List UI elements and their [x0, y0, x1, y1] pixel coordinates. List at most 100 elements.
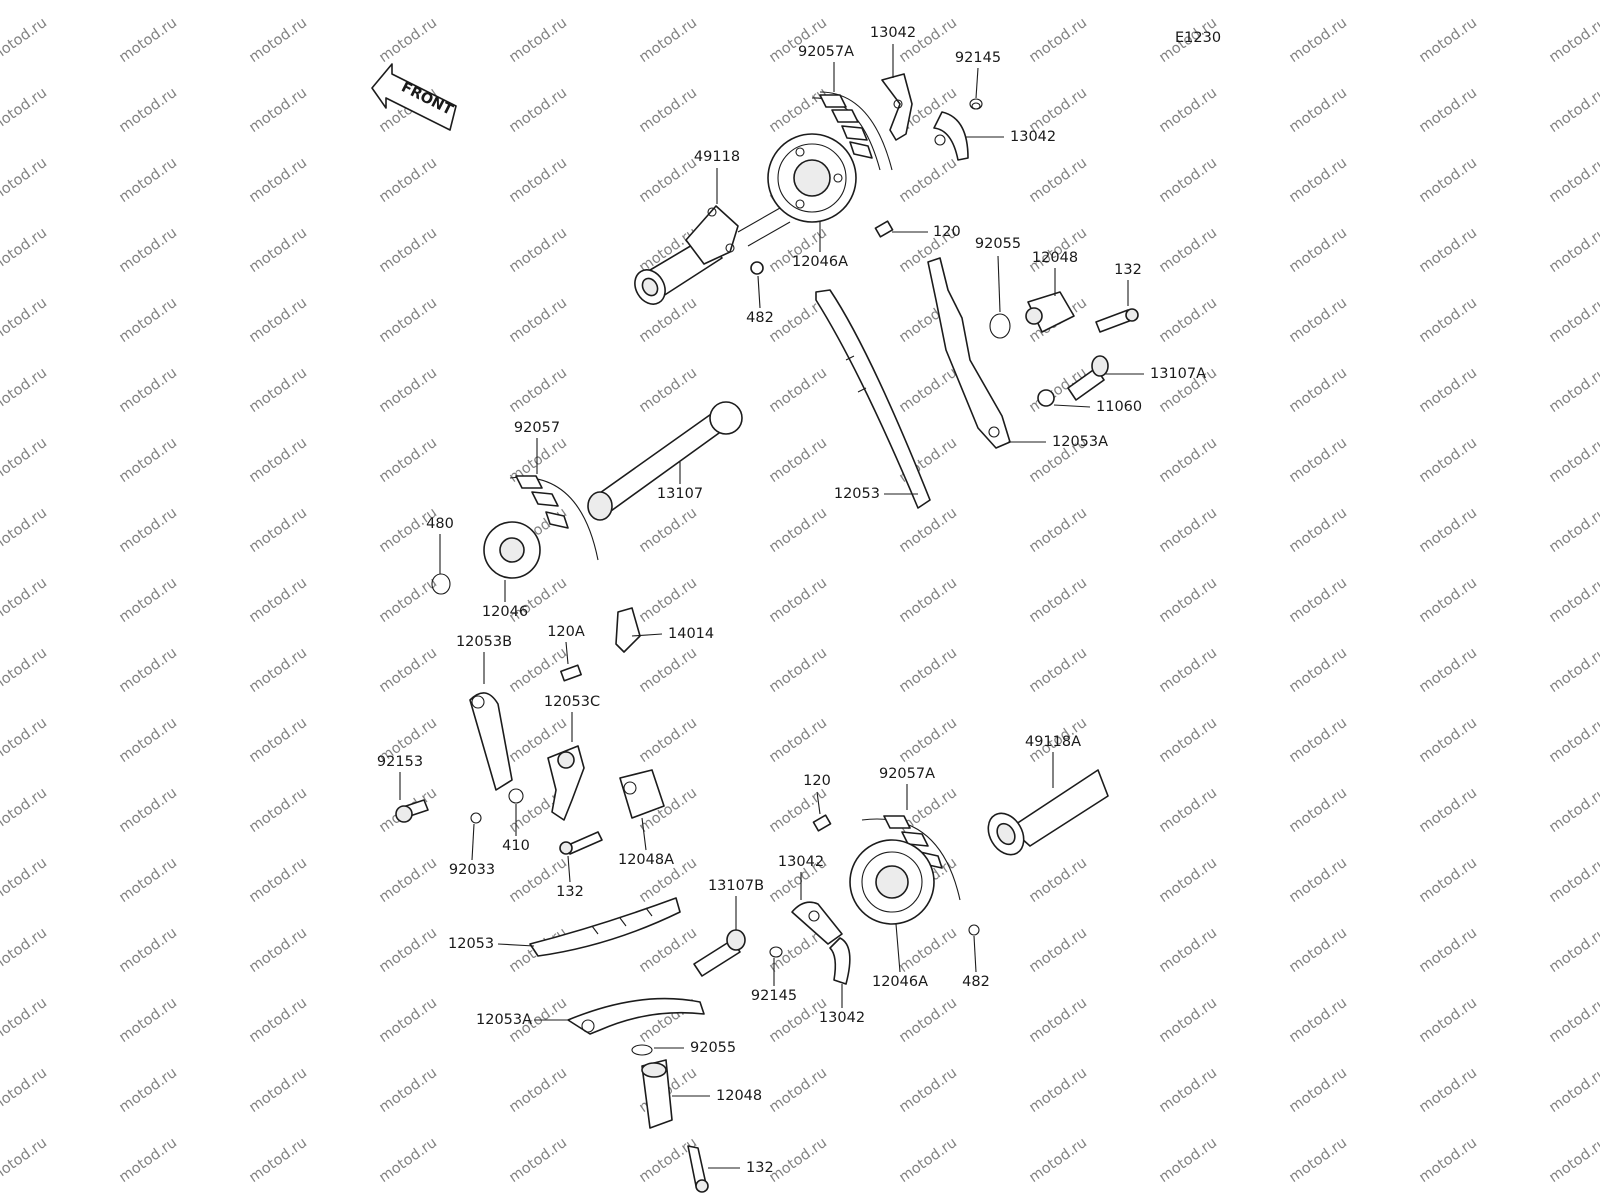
- watermark-text: motod.ru: [1416, 295, 1480, 346]
- watermark-text: motod.ru: [246, 365, 310, 416]
- watermark-text: motod.ru: [246, 295, 310, 346]
- guide-arm-12053b: [469, 692, 513, 791]
- watermark-text: motod.ru: [116, 645, 180, 696]
- o-ring-92055-top: [989, 313, 1011, 339]
- watermark-text: motod.ru: [0, 995, 50, 1046]
- part-number-label: 92145: [751, 988, 797, 1004]
- bolt-132-mid: [559, 831, 603, 855]
- watermark-text: motod.ru: [636, 155, 700, 206]
- watermark-text: motod.ru: [1156, 855, 1220, 906]
- part-number-label: 132: [746, 1160, 774, 1176]
- part-number-label: 92145: [955, 50, 1001, 66]
- watermark-text: motod.ru: [0, 295, 50, 346]
- watermark-text: motod.ru: [1416, 155, 1480, 206]
- leader-line: [565, 641, 569, 665]
- bolt-92153: [395, 799, 429, 823]
- watermark-text: motod.ru: [116, 15, 180, 66]
- o-ring-92055-bottom: [631, 1044, 653, 1056]
- watermark-text: motod.ru: [116, 855, 180, 906]
- watermark-text: motod.ru: [0, 785, 50, 836]
- callout-12048A: 12048A: [618, 817, 674, 868]
- watermark-text: motod.ru: [1156, 995, 1220, 1046]
- part-number-label: 92055: [975, 236, 1021, 252]
- watermark-text: motod.ru: [246, 85, 310, 136]
- part-number-label: 92033: [449, 862, 495, 878]
- watermark-text: motod.ru: [1156, 1065, 1220, 1116]
- watermark-text: motod.ru: [246, 995, 310, 1046]
- watermark-text: motod.ru: [766, 505, 830, 556]
- watermark-text: motod.ru: [1286, 855, 1350, 906]
- watermark-text: motod.ru: [246, 925, 310, 976]
- watermark-text: motod.ru: [1156, 925, 1220, 976]
- watermark-text: motod.ru: [0, 1135, 50, 1186]
- watermark-text: motod.ru: [506, 155, 570, 206]
- watermark-text: motod.ru: [636, 85, 700, 136]
- callout-13042-top1: 13042: [870, 25, 916, 78]
- watermark-text: motod.ru: [1286, 85, 1350, 136]
- leader-line: [471, 823, 475, 861]
- watermark-text: motod.ru: [636, 505, 700, 556]
- watermark-text: motod.ru: [1546, 925, 1600, 976]
- watermark-text: motod.ru: [246, 715, 310, 766]
- watermark-text: motod.ru: [1026, 505, 1090, 556]
- watermark-text: motod.ru: [1416, 995, 1480, 1046]
- watermark-text: motod.ru: [0, 435, 50, 486]
- watermark-text: motod.ru: [1546, 85, 1600, 136]
- watermark-text: motod.ru: [1286, 225, 1350, 276]
- leader-line: [567, 855, 571, 883]
- watermark-text: motod.ru: [1286, 365, 1350, 416]
- watermark-text: motod.ru: [636, 715, 700, 766]
- part-number-label: 12048A: [618, 852, 674, 868]
- chain-guide-12053-bottom: [529, 897, 681, 957]
- callout-92055-top: 92055: [975, 236, 1021, 313]
- watermark-text: motod.ru: [0, 85, 50, 136]
- watermark-text: motod.ru: [1286, 1135, 1350, 1186]
- chain-guide-13042-bot2: [829, 937, 851, 985]
- part-number-label: 12053: [834, 486, 880, 502]
- watermark-text: motod.ru: [246, 505, 310, 556]
- part-number-label: 12053B: [456, 634, 512, 650]
- bolt-120a: [560, 664, 582, 682]
- watermark-text: motod.ru: [246, 1135, 310, 1186]
- part-number-label: 13042: [1010, 129, 1056, 145]
- part-number-label: 12046A: [792, 254, 848, 270]
- watermark-text: motod.ru: [1546, 505, 1600, 556]
- watermark-text: motod.ru: [636, 15, 700, 66]
- watermark-text: motod.ru: [1286, 155, 1350, 206]
- watermark-text: motod.ru: [1156, 85, 1220, 136]
- part-number-label: 120: [933, 224, 961, 240]
- part-number-label: 11060: [1096, 399, 1142, 415]
- watermark-text: motod.ru: [1026, 575, 1090, 626]
- watermark-text: motod.ru: [896, 575, 960, 626]
- part-number-label: 12053A: [1052, 434, 1108, 450]
- callout-13107: 13107: [657, 462, 703, 502]
- watermark-text: motod.ru: [1026, 995, 1090, 1046]
- callout-92055-bot: 92055: [654, 1040, 736, 1056]
- part-number-label: 12046A: [872, 974, 928, 990]
- watermark-text: motod.ru: [766, 645, 830, 696]
- watermark-text: motod.ru: [1416, 575, 1480, 626]
- watermark-text: motod.ru: [896, 505, 960, 556]
- part-number-label: 13107A: [1150, 366, 1206, 382]
- part-number-label: 12053C: [544, 694, 600, 710]
- circlip-482-top: [750, 261, 764, 275]
- bolt-120-top: [874, 220, 894, 238]
- part-number-label: 120A: [547, 624, 585, 640]
- part-number-label: 13042: [870, 25, 916, 41]
- circlip-482-bottom: [968, 924, 980, 936]
- watermark-text: motod.ru: [1546, 365, 1600, 416]
- watermark-text: motod.ru: [506, 645, 570, 696]
- watermark-text: motod.ru: [1026, 1065, 1090, 1116]
- chain-tensioner-12048-bottom: [641, 1059, 673, 1129]
- watermark-text: motod.ru: [506, 225, 570, 276]
- part-number-label: 132: [556, 884, 584, 900]
- cam-sprocket-top: [767, 133, 857, 223]
- watermark-text: motod.ru: [1286, 15, 1350, 66]
- watermark-text: motod.ru: [766, 435, 830, 486]
- watermark-text: motod.ru: [376, 1065, 440, 1116]
- watermark-text: motod.ru: [1416, 785, 1480, 836]
- part-number-label: 92057A: [879, 766, 935, 782]
- watermark-text: motod.ru: [896, 1065, 960, 1116]
- watermark-text: motod.ru: [1416, 855, 1480, 906]
